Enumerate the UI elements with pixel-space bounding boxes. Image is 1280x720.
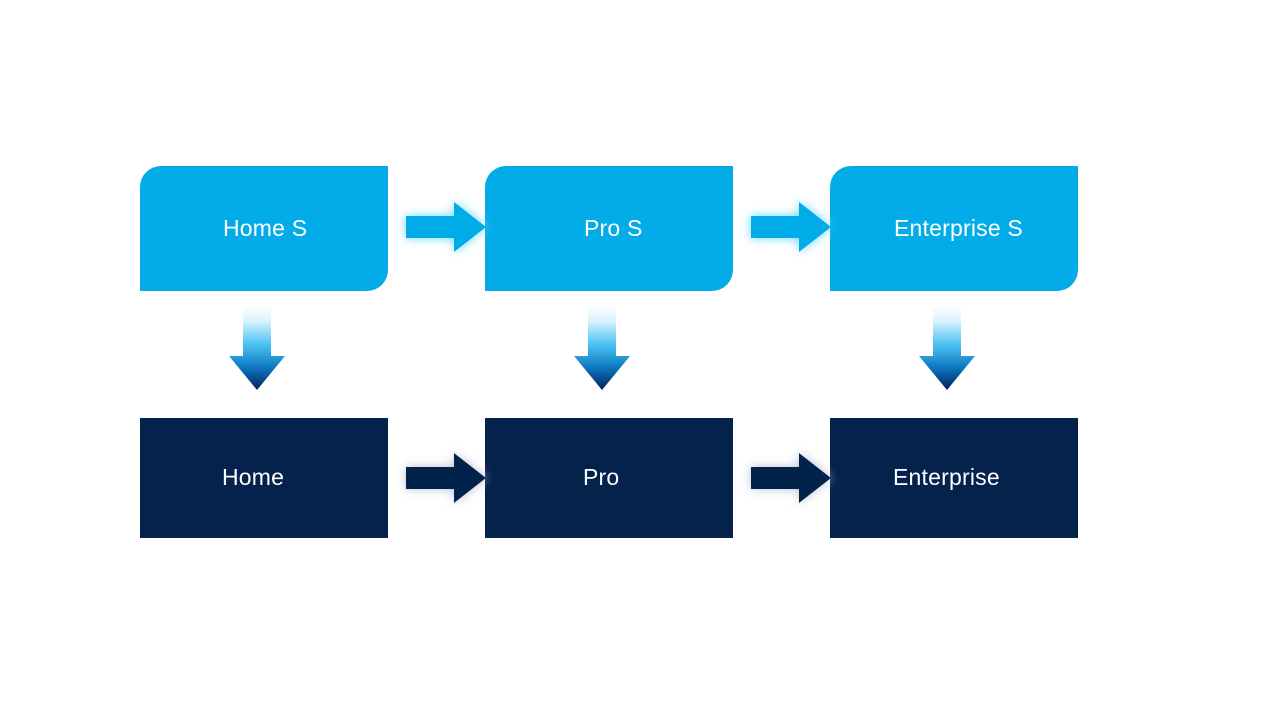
arrow-right-icon (751, 202, 831, 252)
node-label: Home S (223, 214, 308, 241)
connector-enterprise-s-to-enterprise (916, 306, 978, 392)
arrow-down-icon (919, 306, 975, 390)
connector-home-s-to-home (226, 306, 288, 392)
connector-home-s-to-pro-s (402, 196, 490, 258)
connector-pro-to-enterprise (747, 447, 835, 509)
arrow-right-icon (406, 453, 486, 503)
connector-home-to-pro (402, 447, 490, 509)
node-pro-s[interactable]: Pro S (485, 166, 733, 291)
node-enterprise[interactable]: Enterprise (830, 418, 1078, 538)
arrow-right-icon (406, 202, 486, 252)
node-home-s[interactable]: Home S (140, 166, 388, 291)
connector-pro-s-to-enterprise-s (747, 196, 835, 258)
node-label: Pro (583, 464, 620, 491)
node-label: Home (222, 464, 285, 491)
arrow-right-icon (751, 453, 831, 503)
connector-pro-s-to-pro (571, 306, 633, 392)
node-label: Enterprise (893, 464, 1000, 491)
arrow-down-icon (229, 306, 285, 390)
node-label: Pro S (584, 214, 643, 241)
node-home[interactable]: Home (140, 418, 388, 538)
arrow-down-icon (574, 306, 630, 390)
node-pro[interactable]: Pro (485, 418, 733, 538)
node-enterprise-s[interactable]: Enterprise S (830, 166, 1078, 291)
node-label: Enterprise S (894, 214, 1023, 241)
